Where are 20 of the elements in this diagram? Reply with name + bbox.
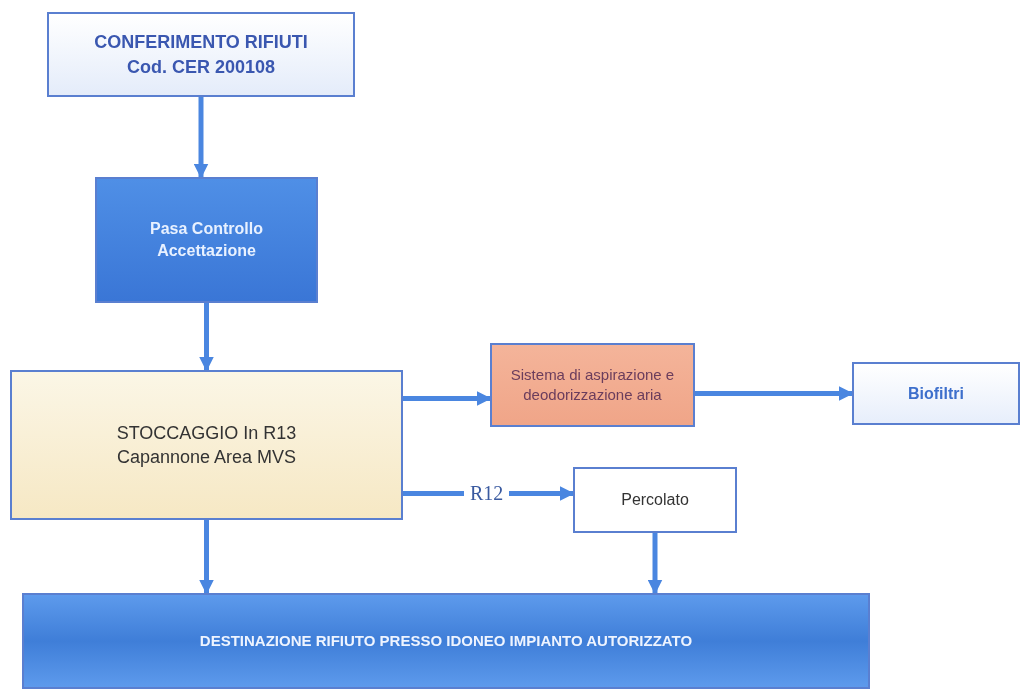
arrow xyxy=(647,533,663,595)
box-text: Percolato xyxy=(620,490,690,511)
process-box xyxy=(490,343,695,427)
box-text: STOCCAGGIO In R13 Capannone Area MVS xyxy=(115,421,298,469)
box-text: Biofiltri xyxy=(907,383,965,404)
arrow xyxy=(193,97,209,179)
process-box xyxy=(852,362,1020,425)
arrow xyxy=(199,520,214,595)
arrow xyxy=(403,391,492,406)
process-box xyxy=(22,593,870,689)
process-box xyxy=(95,177,318,303)
arrow xyxy=(695,386,854,401)
box-text: CONFERIMENTO RIFIUTI Cod. CER 200108 xyxy=(93,31,309,79)
process-box xyxy=(10,370,403,520)
process-box xyxy=(47,12,355,97)
box-text: Pasa Controllo Accettazione xyxy=(149,219,264,261)
process-box xyxy=(573,467,737,533)
box-text: DESTINAZIONE RIFIUTO PRESSO IDONEO IMPIANTO AUTORIZZATO xyxy=(198,630,694,651)
arrow xyxy=(199,303,214,372)
box-text: Sistema di aspirazione e deodorizzazione aria xyxy=(509,364,676,405)
